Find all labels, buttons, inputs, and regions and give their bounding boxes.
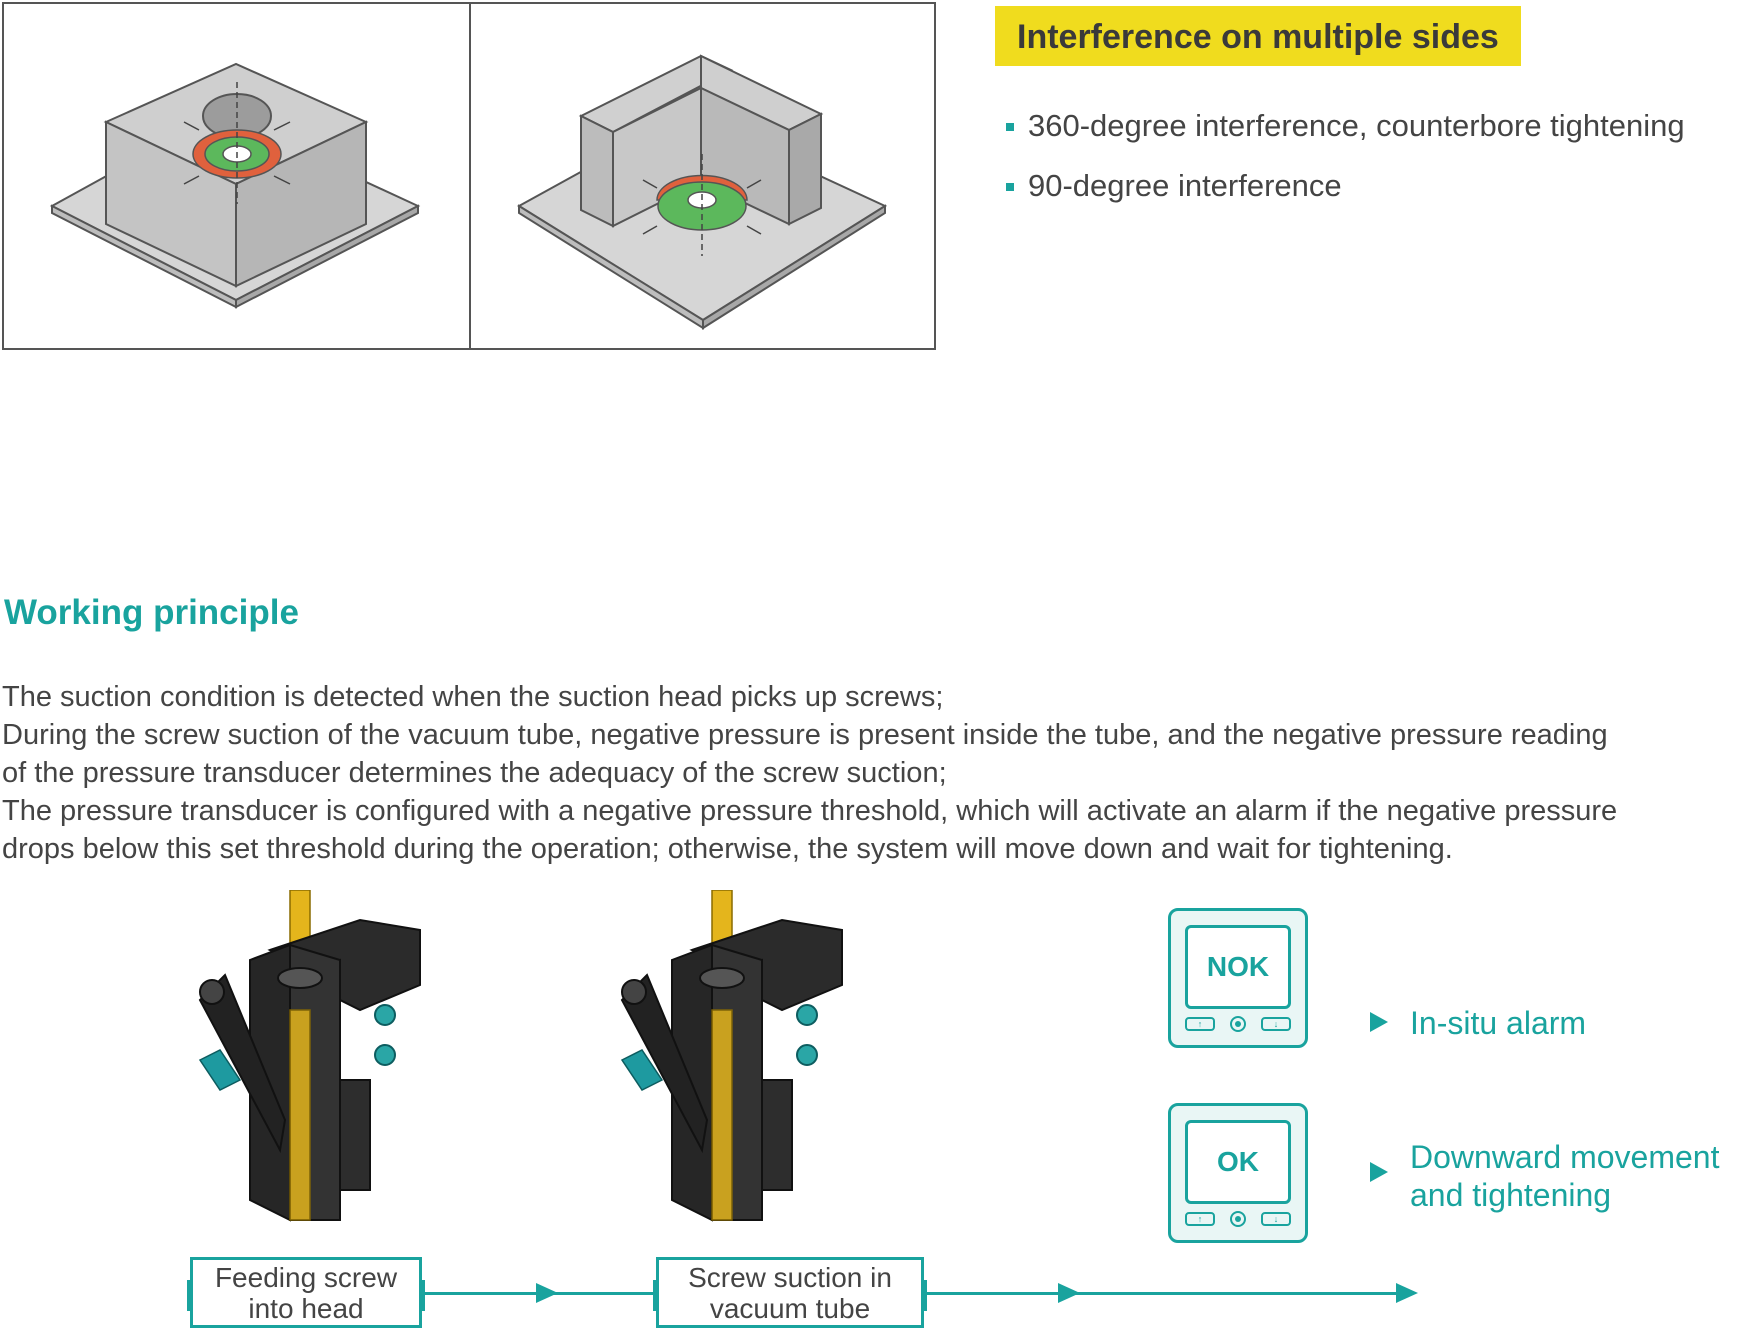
flow-box-left-cap [653,1280,658,1311]
flow-step-vacuum-suction: Screw suction in vacuum tube [653,1257,927,1328]
bullet-text: 360-degree interference, counterbore tig… [1028,108,1685,143]
outcome-arrow-icon [1370,1162,1388,1182]
flow-box-left-cap [187,1280,192,1311]
monitor-screen: OK [1185,1120,1291,1204]
working-principle-title: Working principle [4,593,299,632]
flow-step-text: Screw suction in [688,1261,892,1293]
screw-head-device-illustration [190,890,450,1230]
interference-title: Interference on multiple sides [995,6,1521,66]
ok-monitor-icon: OK ↑ ↓ [1168,1103,1308,1243]
monitor-up-icon: ↑ [1185,1017,1215,1031]
monitor-center-icon [1230,1211,1246,1227]
vacuum-tube-device-illustration [612,890,872,1230]
flow-step-text: Feeding screw [214,1261,398,1293]
body-line: of the pressure transducer determines th… [2,757,947,789]
interference-bullet-list: 360-degree interference, counterbore tig… [1004,102,1685,222]
flow-arrow-icon [1396,1283,1418,1303]
panel-divider [469,4,471,348]
outcome-line: and tightening [1410,1177,1612,1213]
flow-step-feeding-screw: Feeding screw into head [187,1257,425,1328]
flow-box-right-cap [922,1280,927,1311]
flow-arrow-icon [536,1283,558,1303]
monitor-center-icon [1230,1016,1246,1032]
monitor-buttons: ↑ ↓ [1185,1016,1291,1033]
bullet-item: 90-degree interference [1004,162,1685,222]
flow-step-text: into head [248,1292,364,1324]
monitor-buttons: ↑ ↓ [1185,1211,1291,1228]
working-principle-body: The suction condition is detected when t… [2,678,1758,868]
monitor-down-icon: ↓ [1261,1212,1291,1226]
flow-step-text: vacuum tube [709,1292,871,1324]
bullet-item: 360-degree interference, counterbore tig… [1004,102,1685,162]
downward-tightening-label: Downward movement and tightening [1410,1138,1719,1214]
monitor-up-icon: ↑ [1185,1212,1215,1226]
body-line: During the screw suction of the vacuum t… [2,719,1608,751]
monitor-down-icon: ↓ [1261,1017,1291,1031]
flow-connector-line [926,1292,1398,1295]
flow-arrow-icon [1058,1283,1080,1303]
bullet-text: 90-degree interference [1028,168,1342,203]
nok-monitor-icon: NOK ↑ ↓ [1168,908,1308,1048]
body-line: The pressure transducer is configured wi… [2,795,1618,827]
bullet-square-icon [1006,183,1014,191]
body-line: drops below this set threshold during th… [2,833,1453,865]
outcome-arrow-icon [1370,1012,1388,1032]
monitor-screen: NOK [1185,925,1291,1009]
interference-diagram-panel [2,2,936,350]
flow-box-right-cap [420,1280,425,1311]
counterbore-diagram [49,62,421,309]
bullet-square-icon [1006,123,1014,131]
corner-diagram [517,54,888,330]
body-line: The suction condition is detected when t… [2,681,944,713]
outcome-line: Downward movement [1410,1139,1720,1175]
in-situ-alarm-label: In-situ alarm [1410,1005,1587,1041]
